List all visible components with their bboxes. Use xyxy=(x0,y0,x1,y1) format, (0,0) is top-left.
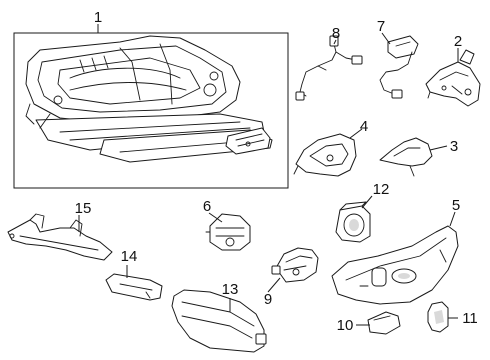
part-5-side-shield-drawing xyxy=(331,225,459,305)
callout-9: 9 xyxy=(264,291,272,308)
part-14-cover-drawing xyxy=(105,273,163,301)
part-10-knob-drawing xyxy=(367,311,401,335)
callout-4: 4 xyxy=(360,118,368,135)
leader-5 xyxy=(449,211,456,227)
part-1-seat-frame-drawing xyxy=(25,35,273,163)
part-6-connector-drawing xyxy=(205,213,251,251)
leader-lines xyxy=(78,24,459,326)
callout-3: 3 xyxy=(450,138,458,155)
leader-3 xyxy=(429,145,448,151)
callout-8: 8 xyxy=(332,25,340,42)
callout-6: 6 xyxy=(203,198,211,215)
part-15-rail-bracket-drawing xyxy=(7,213,113,261)
part-2-bracket-drawing xyxy=(425,49,481,107)
leader-12 xyxy=(361,195,373,209)
leader-7 xyxy=(381,32,391,45)
callout-14: 14 xyxy=(121,248,138,265)
part-1-enclosure-box xyxy=(13,32,289,189)
callout-1: 1 xyxy=(94,9,102,26)
callout-15: 15 xyxy=(75,200,92,217)
callout-labels: 1 2 3 4 5 6 7 8 9 10 11 12 13 14 15 xyxy=(75,9,478,334)
leader-6 xyxy=(208,212,223,223)
part-3-trim-drawing xyxy=(379,137,433,177)
leader-4 xyxy=(349,128,363,139)
leader-8 xyxy=(333,39,337,45)
part-12-switch-housing-drawing xyxy=(335,201,371,243)
part-7-clip-drawing xyxy=(379,35,419,99)
callout-7: 7 xyxy=(377,18,385,35)
callout-5: 5 xyxy=(452,197,460,214)
callout-12: 12 xyxy=(373,181,390,198)
callout-2: 2 xyxy=(454,33,462,50)
part-8-harness-drawing xyxy=(295,35,363,101)
part-9-switch-module-drawing xyxy=(271,247,319,283)
part-11-button-drawing xyxy=(427,301,449,333)
part-1-seat-frame-group xyxy=(13,32,289,189)
callout-10: 10 xyxy=(337,317,354,334)
leader-9 xyxy=(267,277,281,293)
callout-13: 13 xyxy=(222,281,239,298)
callout-11: 11 xyxy=(462,310,478,327)
part-4-shield-drawing xyxy=(293,133,357,177)
part-13-lower-trim-drawing xyxy=(171,289,267,353)
